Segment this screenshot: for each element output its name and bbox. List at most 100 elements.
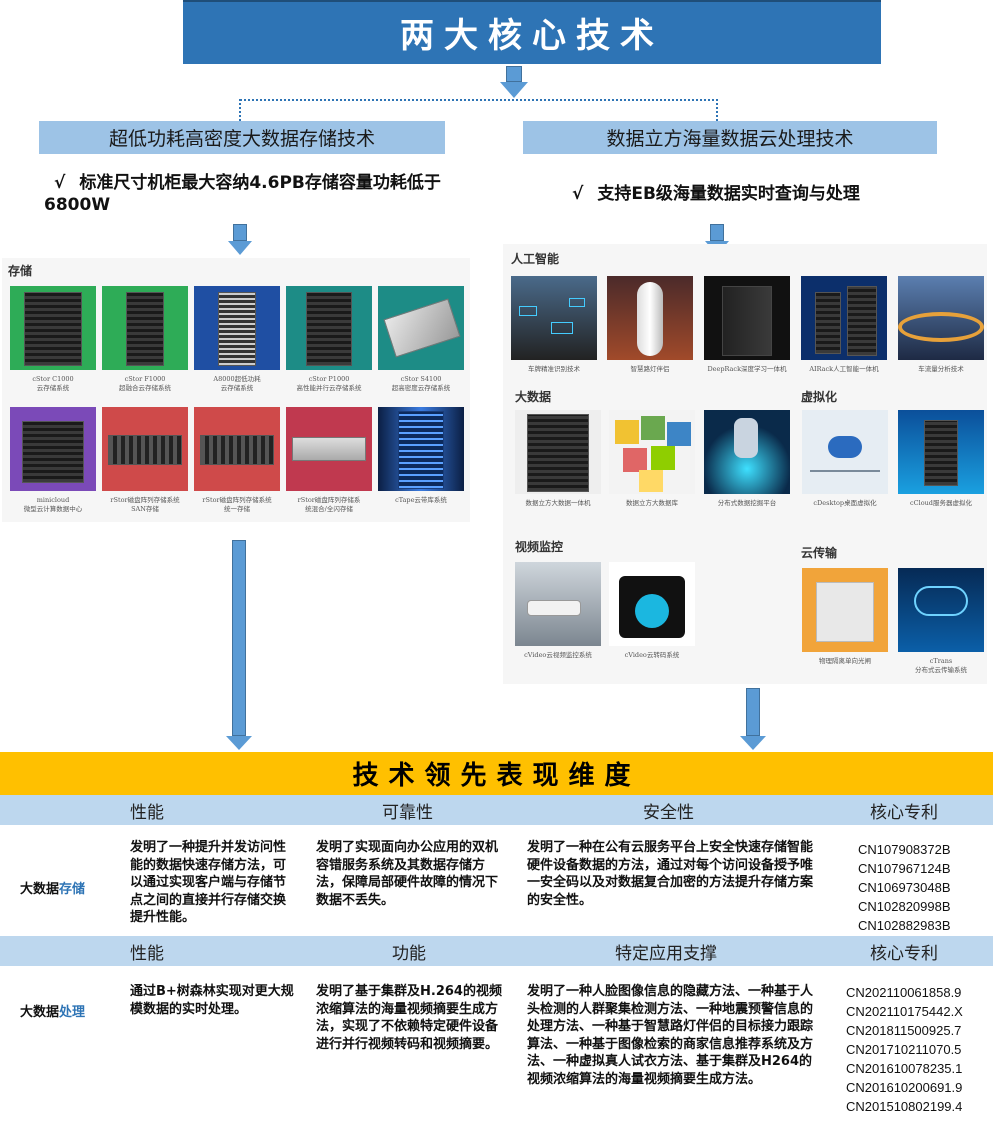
- column-header: 核心专利: [870, 802, 938, 823]
- patent-number: CN102820998B: [858, 899, 951, 914]
- product-caption: 智慧路灯伴侣: [630, 365, 670, 373]
- tech-right-label: 数据立方海量数据云处理技术: [523, 121, 937, 154]
- product-caption: cVideo云转码系统: [624, 651, 680, 659]
- product-image: [609, 562, 695, 646]
- tech-right-claim-text: 支持EB级海量数据实时查询与处理: [597, 184, 860, 204]
- bigdata-section-title: 大数据: [515, 390, 552, 404]
- product-caption: rStor磁盘阵列存储系统: [202, 496, 272, 504]
- product-caption: 云存储系统: [36, 384, 70, 392]
- patent-number: CN202110061858.9: [846, 985, 962, 1000]
- product-image: [609, 410, 695, 494]
- product-card[interactable]: 车牌精准识别技术: [511, 276, 597, 374]
- product-image: [704, 410, 790, 494]
- product-image: [10, 407, 96, 491]
- storage-patents: CN107908372B CN107967124B CN106973048B C…: [858, 840, 951, 935]
- dimension-title: 技术领先表现维度: [0, 752, 993, 795]
- video-section-title: 视频监控: [515, 540, 564, 554]
- product-caption: 云存储系统: [220, 384, 254, 392]
- product-caption: minicloud: [36, 496, 70, 504]
- product-image: [102, 286, 188, 370]
- product-caption: rStor磁盘阵列存储系: [297, 496, 361, 504]
- check-icon: √: [54, 173, 66, 193]
- column-header: 性能: [130, 802, 164, 823]
- column-header: 核心专利: [870, 943, 938, 964]
- patent-number: CN201811500925.7: [846, 1023, 962, 1038]
- product-image: [898, 410, 984, 494]
- down-arrow-icon: [226, 736, 252, 750]
- product-card[interactable]: DeepRack深度学习一体机: [704, 276, 790, 374]
- product-card[interactable]: rStor磁盘阵列存储系统混合/全闪存储: [286, 407, 372, 514]
- tech-left-claim: √标准尺寸机柜最大容纳4.6PB存储容量功耗低于6800W: [44, 172, 444, 216]
- product-card[interactable]: A8000超低功耗云存储系统: [194, 286, 280, 393]
- product-caption: cDesktop桌面虚拟化: [813, 499, 877, 507]
- tech-left-claim-text: 标准尺寸机柜最大容纳4.6PB存储容量功耗低于6800W: [44, 173, 441, 215]
- check-icon: √: [572, 184, 584, 204]
- down-arrow-icon: [710, 224, 724, 241]
- product-card[interactable]: cCloud服务器虚拟化: [898, 410, 984, 508]
- virtualization-section-title: 虚拟化: [801, 390, 838, 404]
- product-card[interactable]: 数据立方大数据库: [609, 410, 695, 508]
- row-label-prefix: 大数据: [20, 882, 60, 897]
- product-caption: 统一存储: [224, 505, 250, 513]
- product-caption: 分布式云传输系统: [915, 666, 967, 674]
- product-image: [802, 410, 888, 494]
- connector-line: [240, 99, 718, 101]
- patent-number: CN201610078235.1: [846, 1061, 963, 1076]
- down-arrow-icon: [233, 224, 247, 241]
- product-image: [102, 407, 188, 491]
- product-image: [515, 410, 601, 494]
- processing-application: 发明了一种人脸图像信息的隐藏方法、一种基于人头检测的人群聚集检测方法、一种地震预…: [527, 984, 814, 1087]
- product-image: [10, 286, 96, 370]
- row-label-highlight: 存储: [59, 882, 86, 897]
- product-image: [378, 286, 464, 370]
- down-arrow-icon: [506, 66, 522, 82]
- product-caption: cStor P1000: [308, 375, 350, 383]
- product-caption: 分布式数据挖掘平台: [717, 499, 777, 507]
- processing-row-label: 大数据处理: [20, 1001, 85, 1020]
- down-arrow-icon: [746, 688, 760, 736]
- tech-left-label: 超低功耗高密度大数据存储技术: [39, 121, 445, 154]
- down-arrow-icon: [228, 241, 252, 255]
- product-card[interactable]: cTape云带库系统: [378, 407, 464, 505]
- product-caption: cTrans: [929, 657, 953, 665]
- processing-header-row: 性能 功能 特定应用支撑 核心专利: [0, 936, 993, 966]
- product-card[interactable]: 分布式数据挖掘平台: [704, 410, 790, 508]
- product-caption: 数据立方大数据库: [626, 499, 678, 507]
- product-caption: 统混合/全闪存储: [305, 505, 353, 513]
- product-card[interactable]: cVideo云视频监控系统: [515, 562, 601, 660]
- product-card[interactable]: cVideo云转码系统: [609, 562, 695, 660]
- down-arrow-icon: [232, 540, 246, 736]
- product-card[interactable]: 数据立方大数据一体机: [515, 410, 601, 508]
- row-label-highlight: 处理: [59, 1005, 86, 1020]
- product-card[interactable]: rStor磁盘阵列存储系统统一存储: [194, 407, 280, 514]
- processing-performance: 通过B+树森林实现对更大规模数据的实时处理。: [130, 984, 294, 1017]
- product-caption: cStor C1000: [32, 375, 74, 383]
- down-arrow-icon: [740, 736, 766, 750]
- product-caption: DeepRack深度学习一体机: [707, 365, 787, 373]
- product-image: [515, 562, 601, 646]
- product-card[interactable]: cDesktop桌面虚拟化: [802, 410, 888, 508]
- product-caption: cStor S4100: [400, 375, 442, 383]
- storage-row-label: 大数据存储: [20, 878, 85, 897]
- page-title: 两大核心技术: [183, 0, 881, 64]
- product-card[interactable]: 物理隔离单向光闸: [802, 568, 888, 666]
- product-image: [286, 286, 372, 370]
- product-caption: cStor F1000: [124, 375, 166, 383]
- product-caption: rStor磁盘阵列存储系统: [110, 496, 180, 504]
- product-card[interactable]: 车流量分析技术: [898, 276, 984, 374]
- product-caption: 车牌精准识别技术: [528, 365, 580, 373]
- down-arrow-icon: [500, 82, 528, 98]
- product-image: [511, 276, 597, 360]
- product-card[interactable]: AIRack人工智能一体机: [801, 276, 887, 374]
- product-card[interactable]: 智慧路灯伴侣: [607, 276, 693, 374]
- product-caption: cVideo云视频监控系统: [524, 651, 592, 659]
- column-header: 可靠性: [382, 802, 433, 823]
- product-caption: 微型云计算数据中心: [23, 505, 83, 513]
